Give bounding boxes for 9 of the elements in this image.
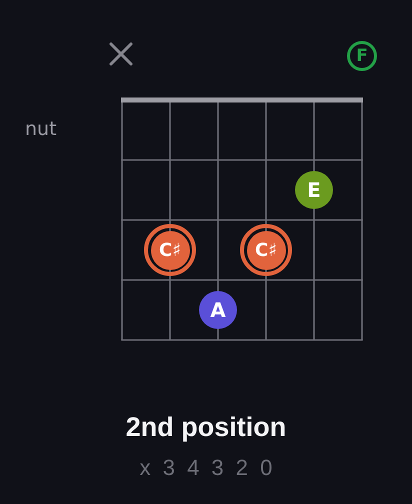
nut-label: nut	[25, 120, 57, 139]
chord-title: 2nd position	[124, 414, 288, 441]
cross-icon	[109, 42, 133, 66]
note-dot: A	[199, 291, 237, 329]
open-string-marker: F	[347, 41, 377, 71]
fingering-label: x 3 4 3 2 0	[138, 457, 274, 479]
note-dot: E	[295, 171, 333, 209]
root-note-dot: C♯	[240, 224, 292, 276]
root-note-dot: C♯	[144, 224, 196, 276]
